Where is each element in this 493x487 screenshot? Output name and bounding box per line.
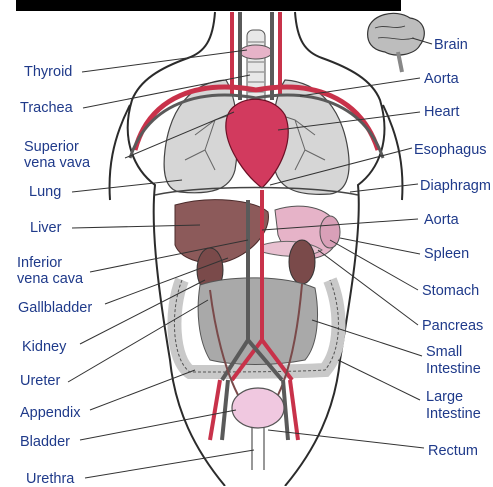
- label-liver: Liver: [30, 220, 61, 236]
- label-large-intestine-line2: Intestine: [426, 406, 481, 422]
- liver-shape: [175, 200, 268, 263]
- label-superior-vena-cava-line2: vena vava: [24, 155, 90, 171]
- right-kidney-shape: [289, 240, 315, 284]
- label-spleen: Spleen: [424, 246, 469, 262]
- label-stomach: Stomach: [422, 283, 479, 299]
- label-small-intestine-line1: Small: [426, 344, 462, 360]
- label-appendix: Appendix: [20, 405, 80, 421]
- label-inferior-vena-cava-line1: Inferior: [17, 255, 62, 271]
- label-trachea: Trachea: [20, 100, 73, 116]
- label-lung: Lung: [29, 184, 61, 200]
- bladder-shape: [232, 388, 284, 428]
- label-pancreas: Pancreas: [422, 318, 483, 334]
- label-kidney: Kidney: [22, 339, 66, 355]
- label-aorta-top: Aorta: [424, 71, 459, 87]
- thyroid-shape: [240, 45, 272, 59]
- label-aorta-lower: Aorta: [424, 212, 459, 228]
- label-ureter: Ureter: [20, 373, 60, 389]
- label-urethra: Urethra: [26, 471, 74, 487]
- label-large-intestine-line1: Large: [426, 389, 463, 405]
- label-gallbladder: Gallbladder: [18, 300, 92, 316]
- urethra-shape: [252, 428, 264, 470]
- label-inferior-vena-cava-line2: vena cava: [17, 271, 83, 287]
- brain-icon: [368, 13, 425, 72]
- label-brain: Brain: [434, 37, 468, 53]
- label-bladder: Bladder: [20, 434, 70, 450]
- label-heart: Heart: [424, 104, 459, 120]
- label-small-intestine-line2: Intestine: [426, 361, 481, 377]
- label-diaphragm: Diaphragm: [420, 178, 491, 194]
- label-rectum: Rectum: [428, 443, 478, 459]
- label-superior-vena-cava-line1: Superior: [24, 139, 79, 155]
- spleen-shape: [320, 216, 340, 248]
- label-esophagus: Esophagus: [414, 142, 487, 158]
- label-thyroid: Thyroid: [24, 64, 72, 80]
